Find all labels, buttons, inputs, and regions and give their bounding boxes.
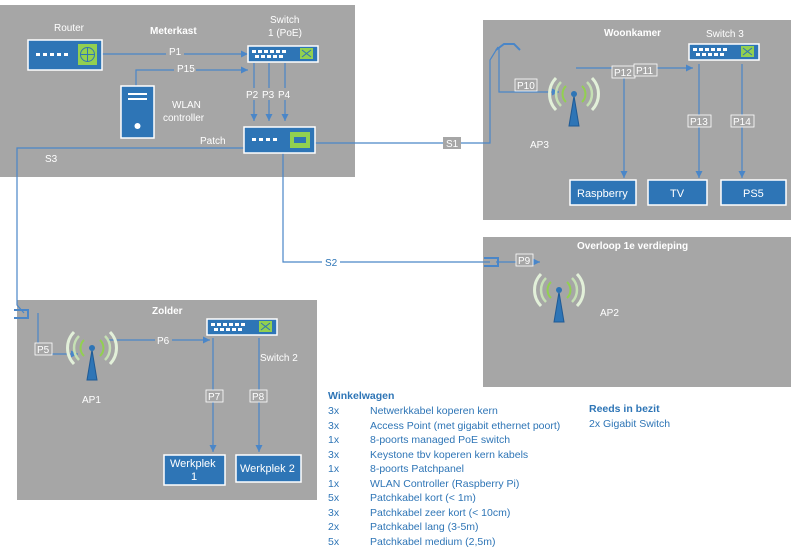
owned-title: Reeds in bezit (589, 403, 660, 415)
room-title-woonkamer: Woonkamer (604, 28, 661, 39)
room-title-meterkast: Meterkast (150, 26, 197, 37)
werkplek1-label-line2: 1 (191, 471, 197, 483)
werkplek1-box (163, 454, 226, 486)
cable-label-p11: P11 (636, 66, 653, 77)
cable-labels: P1 P15 P2 P3 P4 S1 S2 S3 P10 P12 P11 P13… (34, 45, 755, 403)
ps5-box (720, 179, 787, 206)
ap3-label: AP3 (530, 140, 549, 151)
patch-label: Patch (200, 136, 226, 147)
room-title-overloop: Overloop 1e verdieping (577, 241, 688, 252)
switch2-label: Switch 2 (260, 353, 298, 364)
werkplek1-label-line1: Werkplek (170, 458, 216, 470)
patch-panel-icon (243, 126, 316, 154)
cable-label-p10: P10 (517, 81, 535, 92)
cable-label-p7: P7 (208, 392, 221, 403)
wlan-controller-icon (120, 85, 155, 139)
cable-label-p8: P8 (252, 392, 265, 403)
tv-box (647, 179, 708, 206)
ps5-label: PS5 (743, 188, 764, 200)
shopping-cart-title: Winkelwagen (328, 390, 395, 402)
raspberry-label: Raspberry (577, 188, 628, 200)
switch1-label-line2: 1 (PoE) (268, 28, 302, 39)
cable-label-p14: P14 (733, 117, 751, 128)
room-title-zolder: Zolder (152, 306, 183, 317)
wlan-controller-label-line1: WLAN (172, 100, 201, 111)
switch3-label: Switch 3 (706, 29, 744, 40)
werkplek2-label: Werkplek 2 (240, 463, 295, 475)
wall-jack-woonkamer (495, 43, 521, 51)
tv-label: TV (670, 188, 685, 200)
router-label: Router (54, 23, 85, 34)
switch2-icon (206, 318, 278, 336)
list-item: 2x Gigabit Switch (589, 418, 671, 430)
owned-list: Reeds in bezit 2x Gigabit Switch (589, 403, 670, 433)
ap2-label: AP2 (600, 308, 619, 319)
cable-label-s3: S3 (45, 154, 58, 165)
cable-label-p9: P9 (518, 256, 531, 267)
cable-label-p1: P1 (169, 47, 182, 58)
switch3-icon (688, 43, 760, 61)
cable-label-p4: P4 (278, 90, 291, 101)
cable-label-p13: P13 (690, 117, 708, 128)
cable-label-s1: S1 (446, 139, 459, 150)
switch1-label-line1: Switch (270, 15, 299, 26)
cable-label-s2: S2 (325, 258, 338, 269)
cable-label-p5: P5 (37, 345, 50, 356)
switch1-icon (247, 45, 319, 63)
ap1-label: AP1 (82, 395, 101, 406)
router-icon (27, 39, 103, 71)
cable-label-p6: P6 (157, 336, 170, 347)
cable-label-p15: P15 (177, 64, 195, 75)
cable-label-p12: P12 (614, 68, 632, 79)
werkplek2-box (235, 454, 302, 483)
wlan-controller-label-line2: controller (163, 113, 205, 124)
cable-label-p3: P3 (262, 90, 275, 101)
wall-jack-zolder (14, 309, 29, 319)
wall-jack-overloop (484, 257, 499, 267)
cable-label-p2: P2 (246, 90, 259, 101)
raspberry-box (569, 179, 637, 206)
